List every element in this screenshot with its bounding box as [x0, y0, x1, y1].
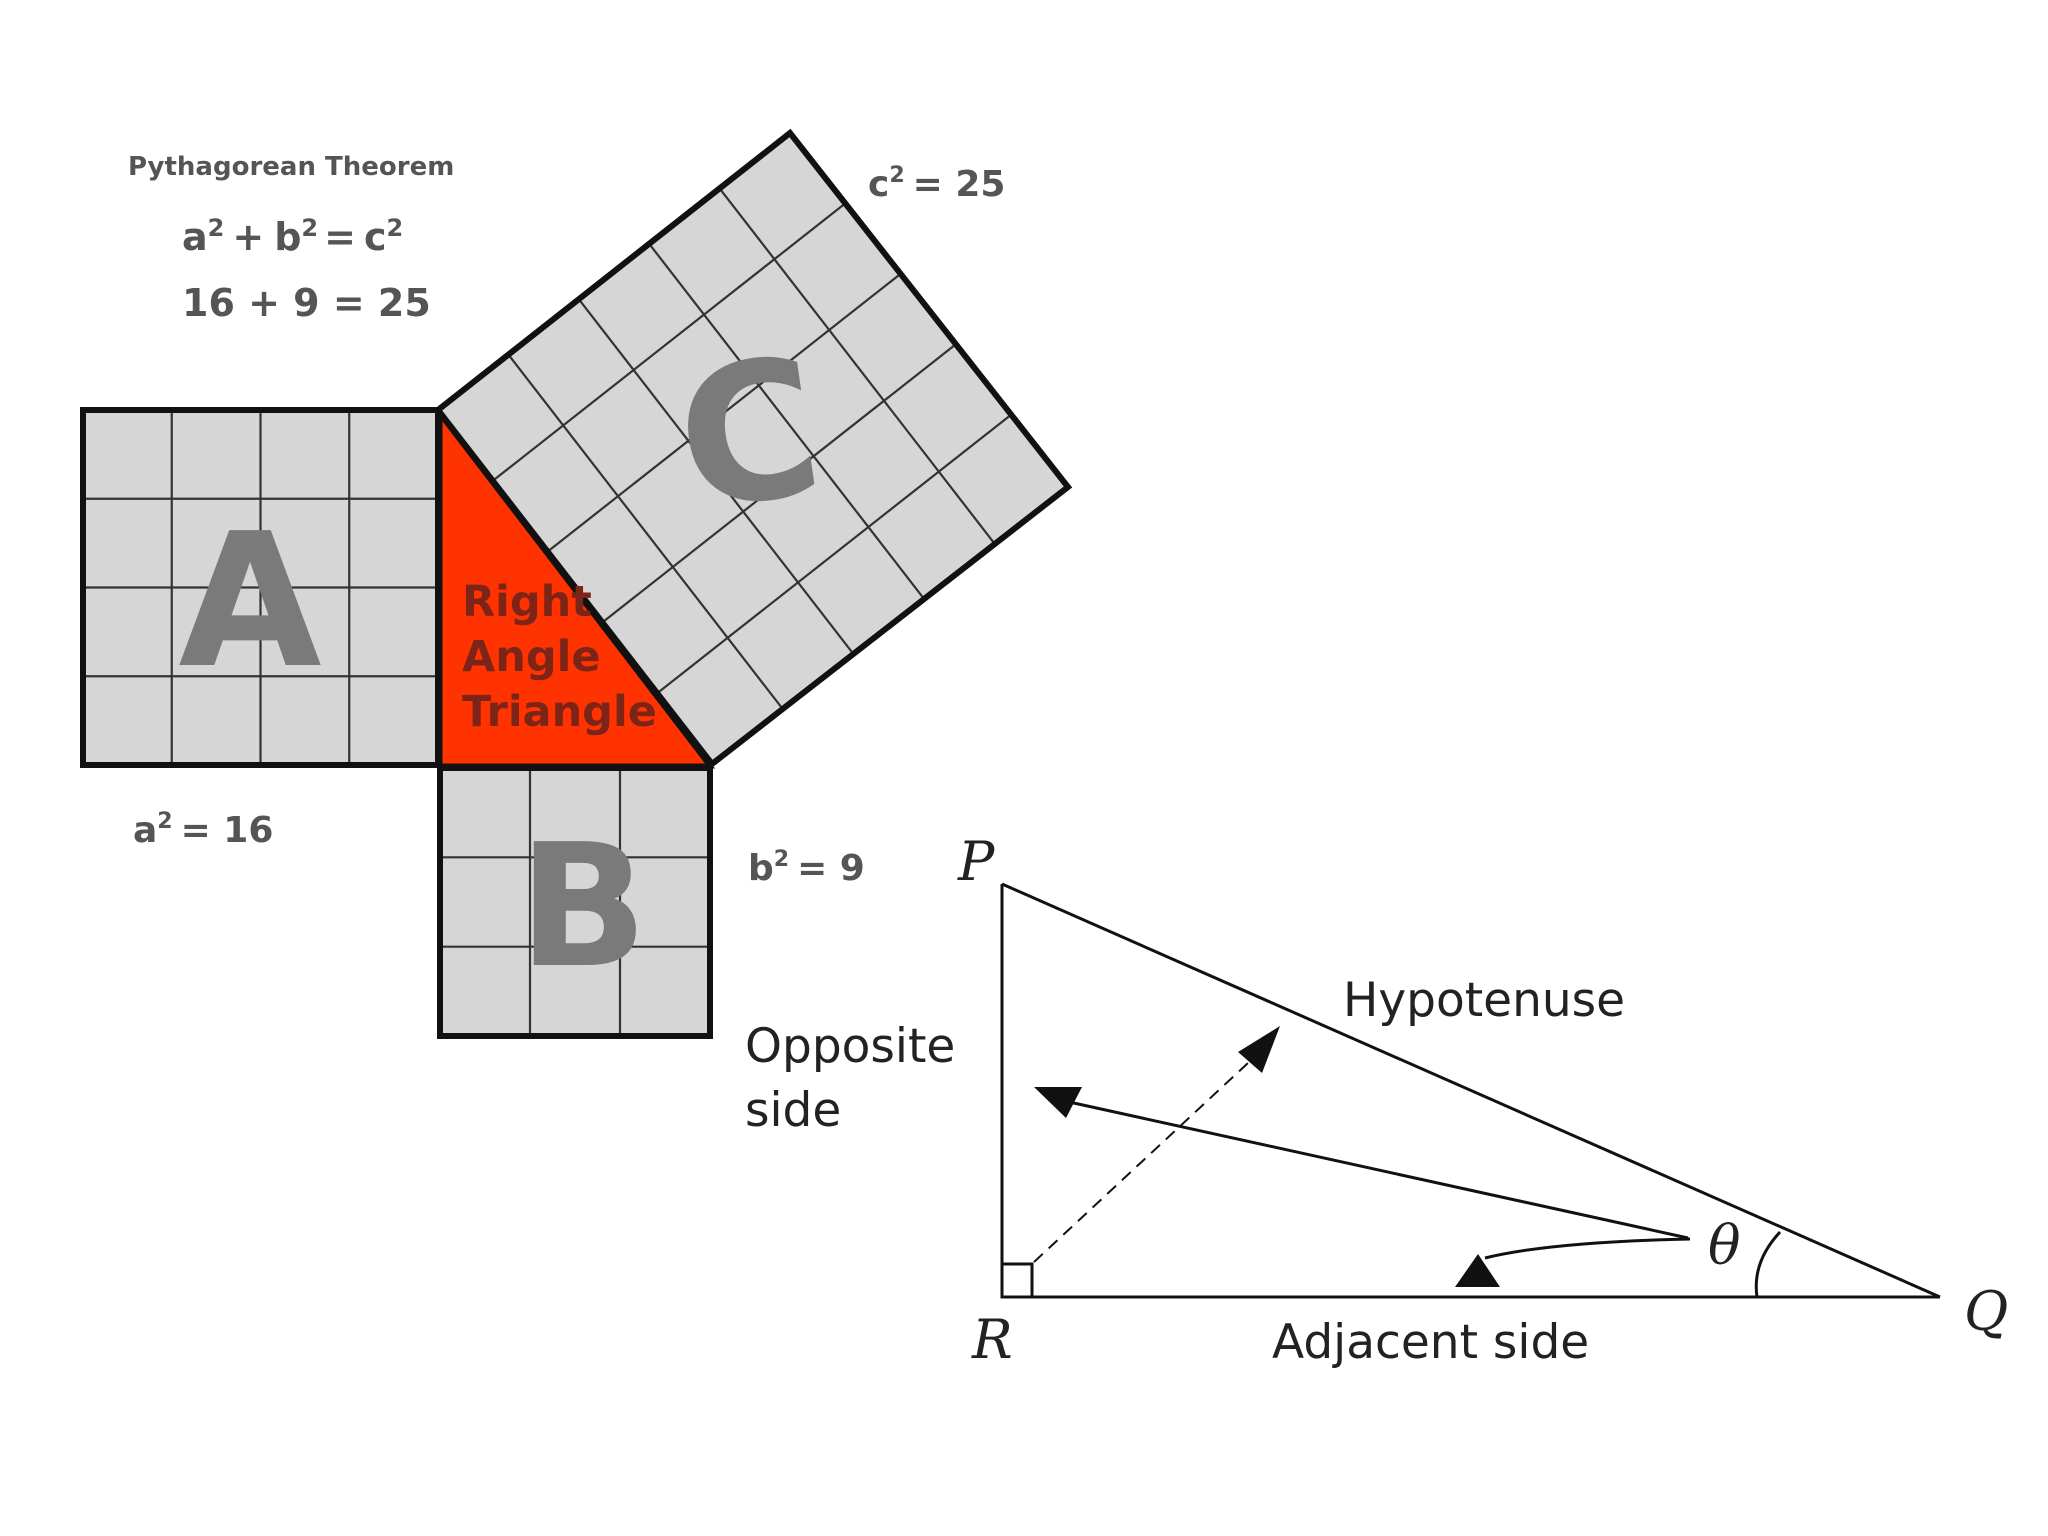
area-a-exp: 2	[157, 809, 172, 834]
area-a-value: = 16	[181, 810, 274, 851]
area-b-value: = 9	[797, 848, 865, 889]
area-c-var: c	[868, 164, 889, 205]
triangle-label-line2: Angle	[462, 632, 601, 682]
grid-c-line-v3	[601, 344, 956, 624]
opposite-arrowhead	[1034, 1087, 1082, 1118]
eq-equals: =	[324, 215, 356, 259]
eq-b: b	[274, 215, 301, 259]
theta-label: θ	[1708, 1214, 1741, 1277]
square-a: A	[80, 407, 441, 768]
theorem-numeric: 16 + 9 = 25	[182, 281, 431, 325]
area-a-var: a	[133, 810, 157, 851]
eq-c-exp: 2	[386, 214, 403, 242]
eq-b-exp: 2	[301, 214, 318, 242]
opposite-label-line2: side	[745, 1083, 841, 1138]
triangle-label-line3: Triangle	[462, 687, 657, 737]
area-b-exp: 2	[774, 847, 789, 872]
area-c-exp: 2	[889, 163, 904, 188]
square-b: B	[437, 765, 713, 1039]
triangle-label-line1: Right	[462, 577, 592, 627]
eq-plus: +	[232, 215, 264, 259]
square-b-fill	[440, 768, 710, 1036]
hypotenuse-label: Hypotenuse	[1343, 973, 1625, 1028]
square-c-grid	[492, 187, 1010, 710]
grid-c-line-v1	[492, 202, 846, 482]
opposite-arrow-line	[1059, 1098, 1689, 1240]
grid-c-line-v2	[546, 273, 901, 553]
square-b-grid	[440, 768, 710, 1036]
square-a-grid	[83, 410, 438, 765]
grid-c-line-u3	[648, 243, 925, 599]
right-angle-triangle: Right Angle Triangle	[437, 406, 716, 769]
square-c: C	[433, 128, 1073, 769]
square-c-letter: C	[665, 315, 834, 553]
angle-arc	[1754, 1230, 1782, 1298]
vertex-p-label: P	[957, 830, 996, 893]
right-angle-marker	[1000, 1262, 1034, 1299]
vertex-q-label: Q	[1964, 1280, 2008, 1343]
dashed-arrowhead	[1238, 1026, 1280, 1073]
square-b-letter: B	[518, 808, 648, 1006]
grid-c-line-v4	[656, 415, 1010, 695]
opposite-label-line1: Opposite	[745, 1019, 955, 1074]
eq-a-exp: 2	[208, 214, 225, 242]
grid-c-line-u1	[507, 353, 784, 710]
adjacent-label: Adjacent side	[1272, 1315, 1589, 1370]
grid-c-line-u4	[718, 187, 995, 544]
eq-a: a	[182, 215, 208, 259]
square-a-area-label: a2 = 16	[133, 809, 273, 851]
area-c-value: = 25	[913, 164, 1006, 205]
triangle-shape	[437, 406, 716, 769]
adjacent-arrow-curve	[1484, 1237, 1691, 1260]
dashed-arrow-line	[1033, 1049, 1263, 1263]
hypotenuse-line	[1001, 882, 1941, 1299]
adjacent-arrowhead	[1455, 1254, 1500, 1287]
square-b-area-label: b2 = 9	[748, 847, 865, 889]
square-c-area-label: c2 = 25	[868, 163, 1005, 205]
eq-c: c	[364, 215, 387, 259]
area-b-var: b	[748, 848, 774, 889]
square-a-letter: A	[178, 493, 321, 709]
grid-c-line-u2	[577, 298, 854, 654]
theorem-heading: Pythagorean Theorem	[128, 152, 454, 182]
trig-triangle: P Q R θ Hypotenuse Opposite side Adjacen…	[745, 830, 2008, 1371]
theorem-equation: a2+b2=c2	[182, 214, 403, 259]
vertex-r-label: R	[971, 1308, 1013, 1371]
